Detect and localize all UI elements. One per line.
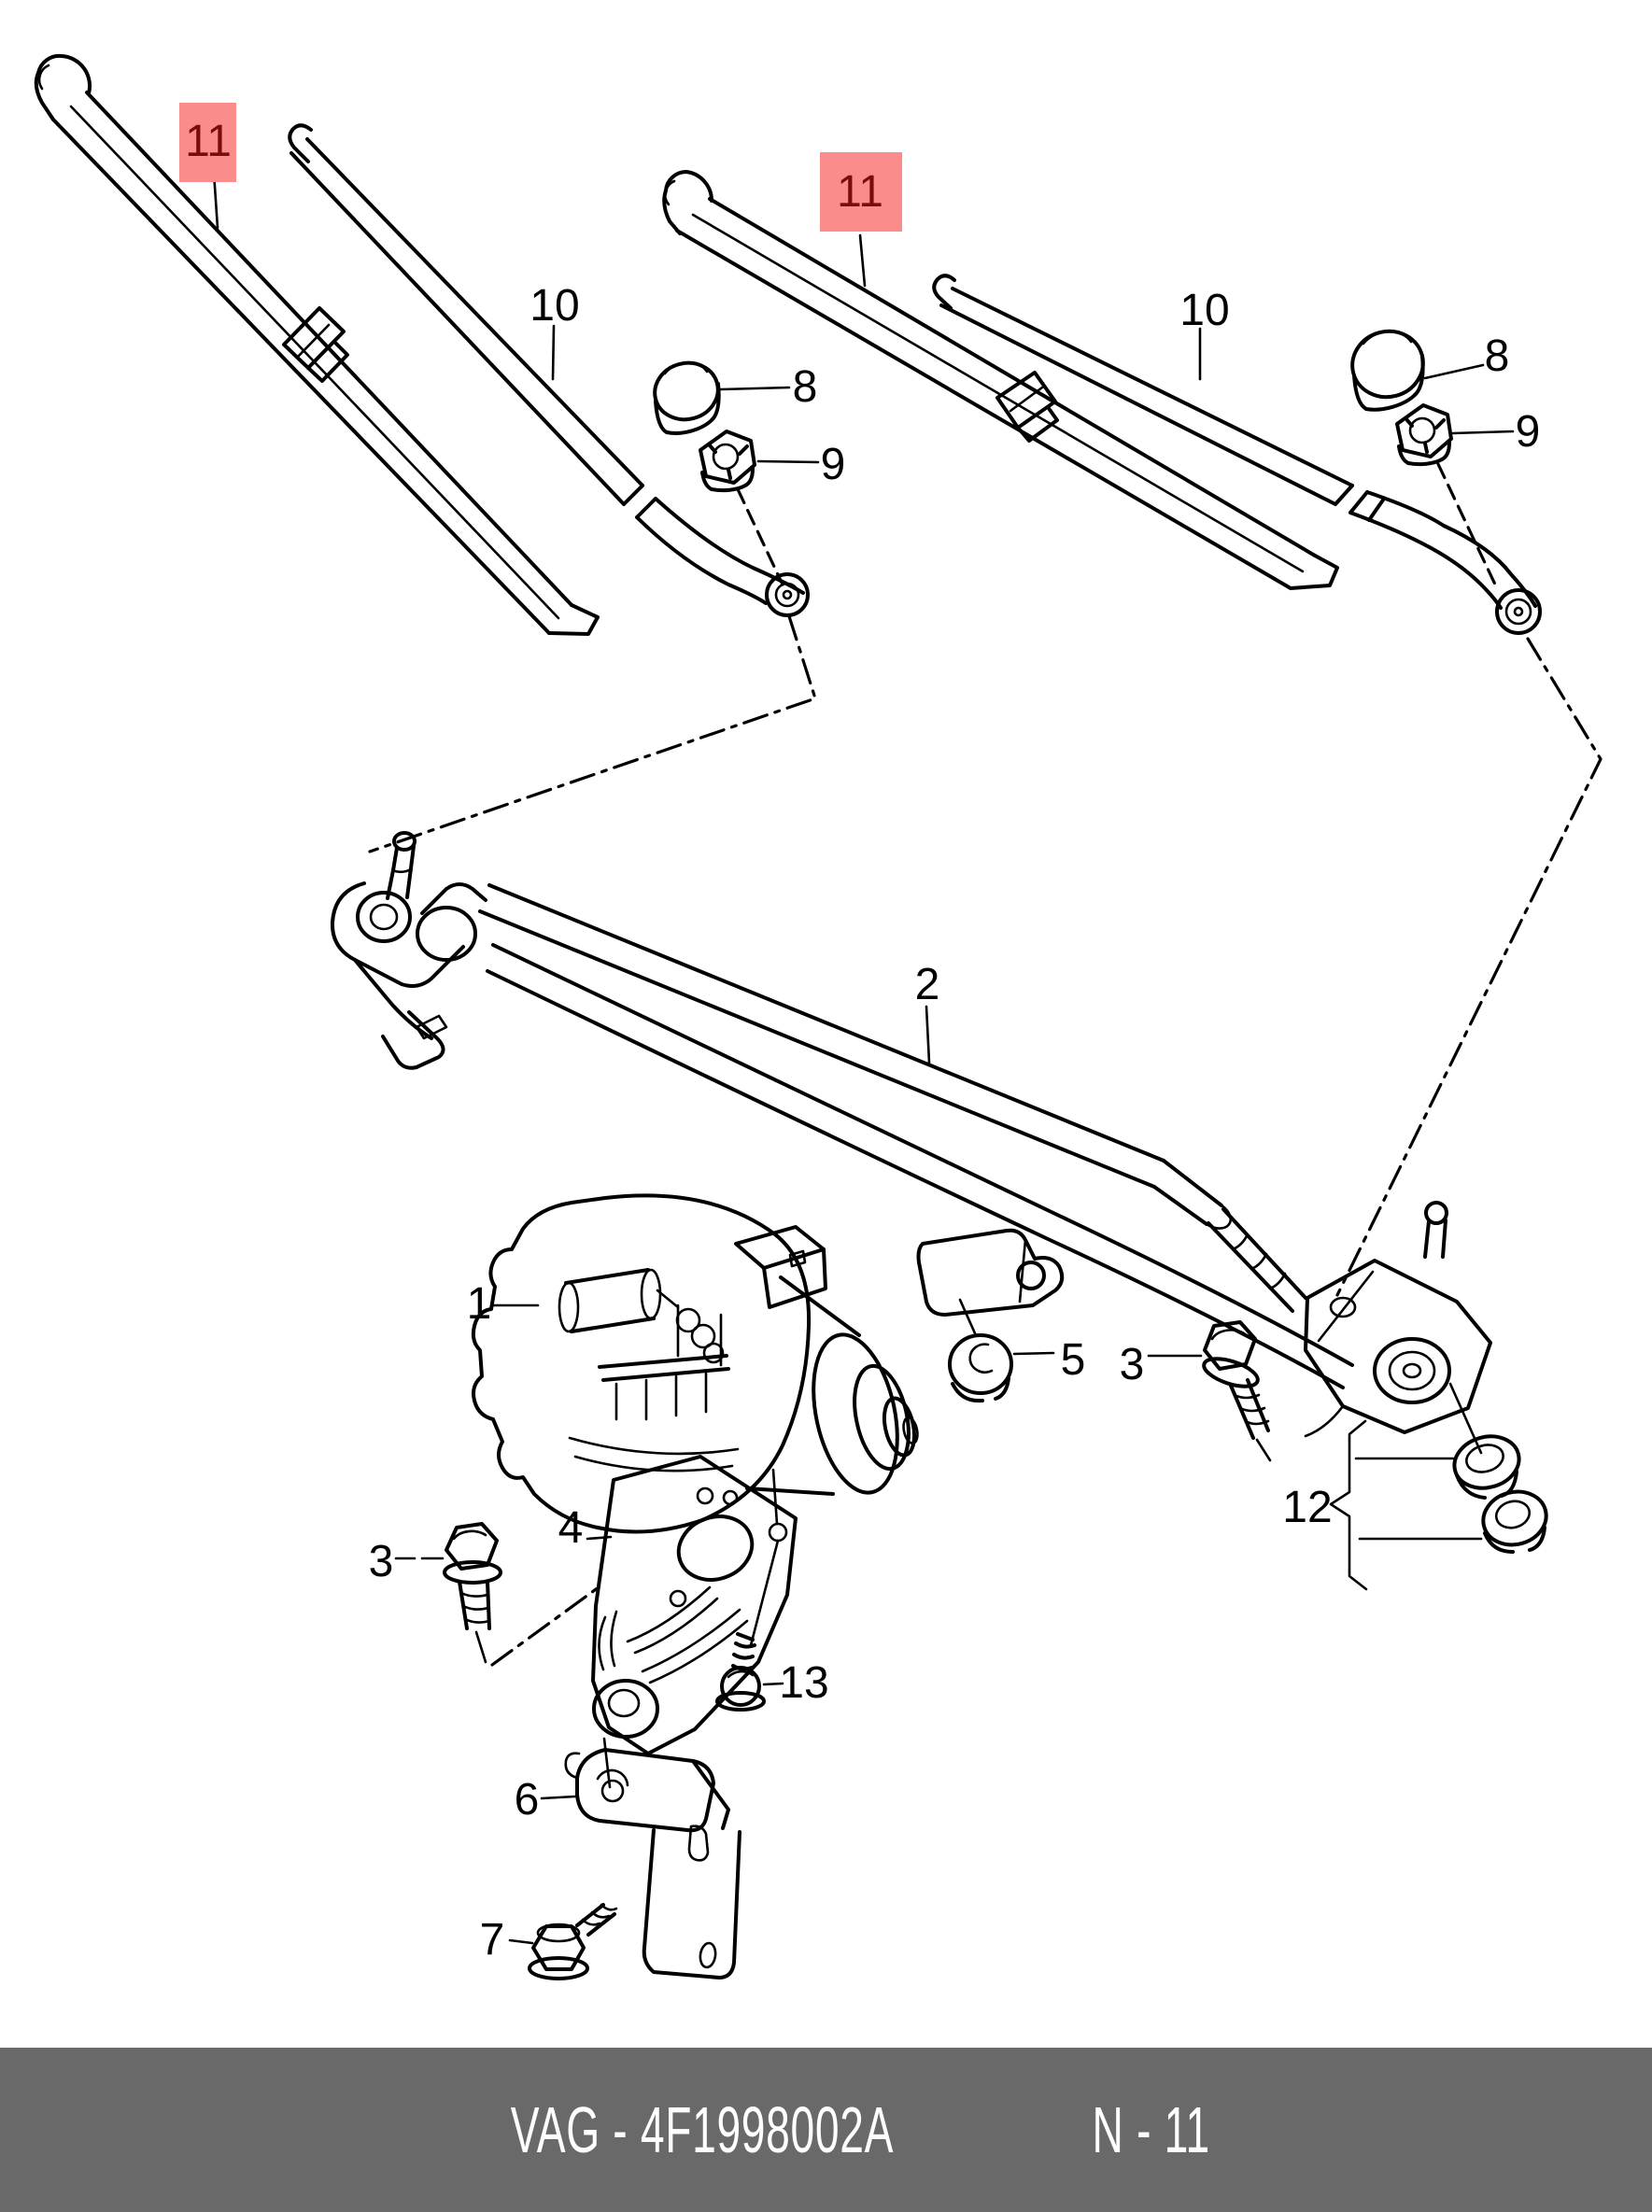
bolt-7-drawing (528, 1903, 618, 1980)
cap-left-drawing (653, 360, 721, 435)
highlight-box-blade-left (179, 103, 236, 182)
wiper-blade-left-drawing (34, 53, 600, 636)
callout-11-right: 11 (837, 167, 883, 217)
wiper-blade-right-drawing (662, 169, 1339, 590)
wiper-linkage-drawing (330, 831, 1492, 1455)
callout-11-left: 11 (185, 117, 232, 166)
callout-6: 6 (515, 1775, 540, 1825)
callout-5: 5 (1061, 1335, 1086, 1385)
wiper-arm-right-drawing (932, 274, 1542, 635)
cap-right-drawing (1350, 329, 1425, 412)
screw-3-right-drawing (1202, 1320, 1272, 1462)
callout-13: 13 (779, 1658, 828, 1708)
callout-3-right: 3 (1120, 1340, 1145, 1389)
mounting-plate-drawing (591, 1455, 798, 1789)
callout-8-right: 8 (1485, 331, 1510, 381)
callout-12: 12 (1282, 1483, 1332, 1532)
callout-9-right: 9 (1516, 407, 1541, 457)
highlight-box-blade-right (820, 152, 902, 232)
nut-right-drawing (1395, 403, 1453, 467)
callout-10-right: 10 (1179, 286, 1229, 335)
wiper-motor-drawing (471, 1193, 919, 1534)
brace-12 (1329, 1419, 1368, 1591)
callout-2: 2 (915, 960, 940, 1009)
footer-page-ref: N - 11 (1092, 2093, 1210, 2166)
assembly-guide-lines (368, 462, 1603, 1667)
callout-7: 7 (480, 1915, 505, 1965)
callout-4: 4 (558, 1503, 584, 1553)
footer-catalog-code: VAG - 4F1998002A (510, 2093, 894, 2166)
callout-8-left: 8 (793, 362, 818, 412)
screw-13-drawing (715, 1632, 766, 1712)
callout-1: 1 (467, 1279, 492, 1329)
callout-9-left: 9 (821, 440, 846, 489)
bracket-6-drawing (564, 1748, 741, 1980)
wiper-arm-left-drawing (288, 123, 810, 617)
footer-bar: VAG - 4F1998002A N - 11 (0, 2048, 1652, 2212)
callout-leaders (212, 171, 1515, 1945)
callout-10-left: 10 (529, 281, 579, 331)
callout-3-left: 3 (369, 1537, 394, 1586)
bushings-12-drawing (1329, 1419, 1548, 1591)
grommet-5-drawing (948, 1333, 1013, 1403)
nut-left-drawing (699, 430, 756, 493)
screw-3-left-drawing (443, 1522, 502, 1664)
